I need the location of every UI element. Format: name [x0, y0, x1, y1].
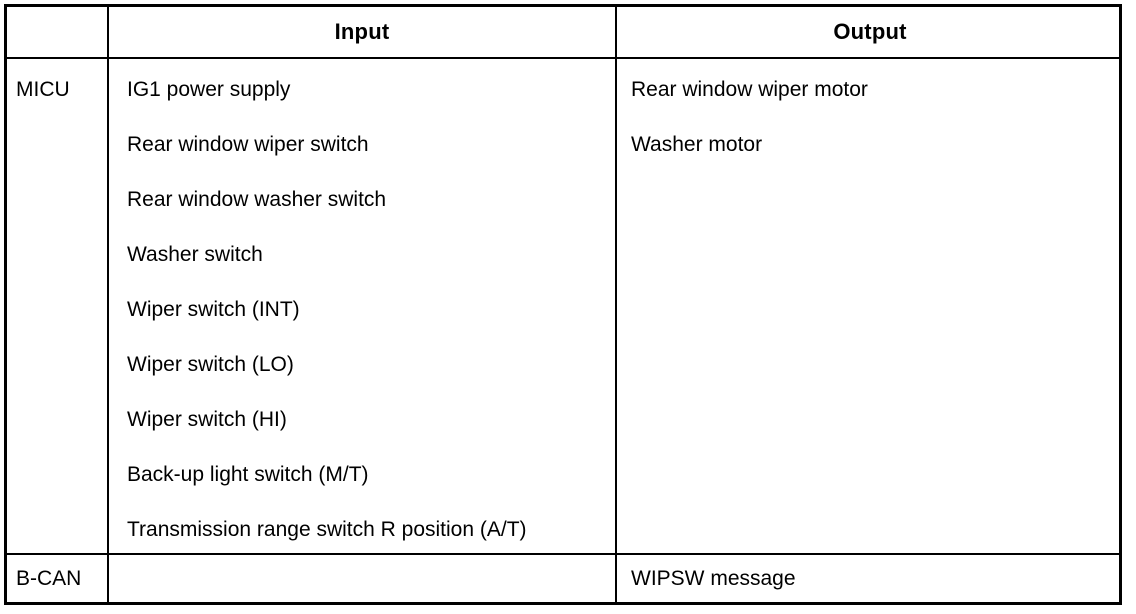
list-item: Rear window washer switch [127, 188, 387, 211]
list-item: IG1 power supply [127, 78, 291, 101]
list-item: Wiper switch (HI) [127, 408, 287, 431]
column-divider-input-output [615, 7, 617, 602]
cell-module-micu: MICU [7, 59, 107, 553]
list-item: Washer switch [127, 243, 263, 266]
list-item: Washer motor [631, 133, 763, 156]
list-item: Wiper switch (INT) [127, 298, 300, 321]
input-output-table: Input Output MICU IG1 power supply Rear … [4, 4, 1122, 605]
module-label-bcan: B-CAN [16, 566, 82, 590]
cell-input-bcan [109, 555, 615, 602]
micu-output-signal-list: Rear window wiper motor Washer motor [631, 59, 1123, 172]
column-header-input: Input [334, 19, 390, 44]
table-row-micu: MICU IG1 power supply Rear window wiper … [7, 59, 1119, 553]
column-header-module [7, 7, 107, 57]
cell-output-bcan: WIPSW message [617, 555, 1123, 602]
cell-module-bcan: B-CAN [7, 555, 107, 602]
row-divider-bcan [7, 553, 1119, 555]
cell-input-micu: IG1 power supply Rear window wiper switc… [109, 59, 615, 553]
table-row-bcan: B-CAN WIPSW message [7, 555, 1119, 602]
column-divider-module-input [107, 7, 109, 602]
list-item: Wiper switch (LO) [127, 353, 294, 376]
list-item: Rear window wiper motor [631, 78, 868, 101]
table-header-row: Input Output [7, 7, 1119, 57]
module-label-micu: MICU [16, 78, 70, 101]
list-item: Rear window wiper switch [127, 133, 369, 156]
cell-output-micu: Rear window wiper motor Washer motor [617, 59, 1123, 553]
column-header-output: Output [833, 19, 907, 44]
list-item: Back-up light switch (M/T) [127, 463, 369, 486]
micu-input-signal-list: IG1 power supply Rear window wiper switc… [127, 59, 615, 557]
bcan-output-signal: WIPSW message [631, 566, 796, 590]
list-item: Transmission range switch R position (A/… [127, 518, 527, 541]
row-divider-header [7, 57, 1119, 59]
